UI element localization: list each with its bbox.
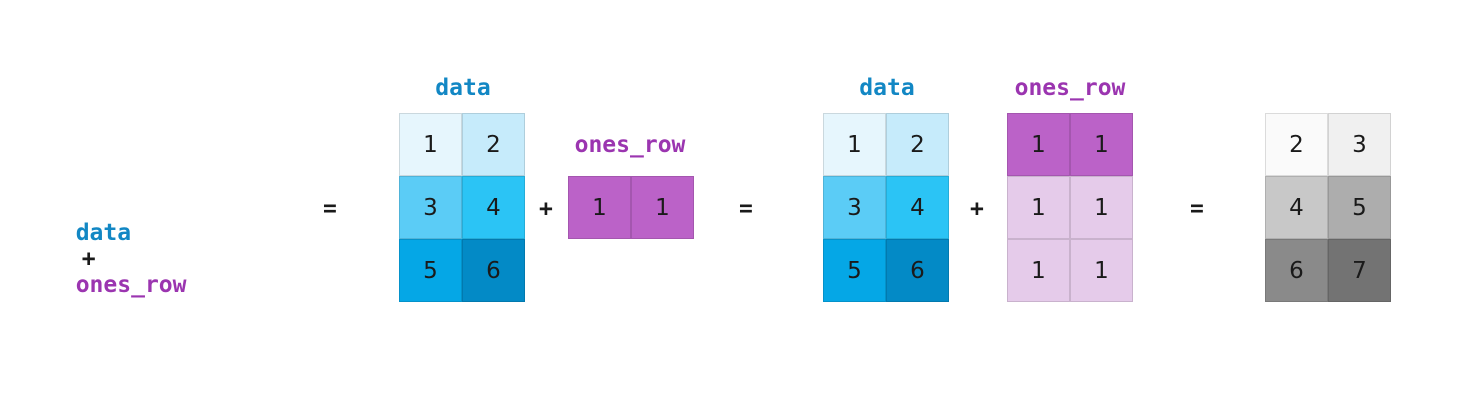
matrix-cell: 1	[568, 176, 631, 239]
matrix-cell: 1	[631, 176, 694, 239]
step1-ones-label: ones_row	[574, 132, 686, 158]
expression-rhs: ones_row	[75, 272, 187, 298]
matrix-cell: 5	[399, 239, 462, 302]
matrix-cell: 1	[1007, 176, 1070, 239]
matrix-cell: 3	[399, 176, 462, 239]
step2-ones-label: ones_row	[1014, 75, 1126, 101]
step2-ones-matrix: 1 1 1 1 1 1	[1007, 113, 1133, 302]
matrix-cell: 1	[823, 113, 886, 176]
matrix-cell: 1	[1007, 113, 1070, 176]
matrix-cell: 2	[1265, 113, 1328, 176]
plus-sign-2: +	[970, 196, 984, 222]
matrix-cell: 4	[1265, 176, 1328, 239]
matrix-cell: 4	[462, 176, 525, 239]
matrix-cell: 1	[399, 113, 462, 176]
expression-plus: +	[81, 246, 96, 272]
expression: data + ones_row	[48, 194, 187, 298]
matrix-cell: 1	[1070, 239, 1133, 302]
matrix-cell: 1	[1007, 239, 1070, 302]
equals-sign-3: =	[1190, 196, 1204, 222]
matrix-cell: 3	[1328, 113, 1391, 176]
result-matrix: 2 3 4 5 6 7	[1265, 113, 1391, 302]
matrix-cell: 6	[1265, 239, 1328, 302]
matrix-cell: 7	[1328, 239, 1391, 302]
matrix-cell: 1	[1070, 113, 1133, 176]
plus-sign-1: +	[539, 196, 553, 222]
step1-ones-matrix: 1 1	[568, 176, 694, 239]
matrix-cell: 6	[462, 239, 525, 302]
equals-sign-2: =	[739, 196, 753, 222]
matrix-cell: 2	[886, 113, 949, 176]
matrix-cell: 1	[1070, 176, 1133, 239]
step2-data-matrix: 1 2 3 4 5 6	[823, 113, 949, 302]
matrix-cell: 2	[462, 113, 525, 176]
equals-sign-1: =	[323, 196, 337, 222]
step2-data-label: data	[859, 75, 915, 101]
matrix-cell: 5	[1328, 176, 1391, 239]
matrix-cell: 6	[886, 239, 949, 302]
matrix-cell: 4	[886, 176, 949, 239]
matrix-cell: 5	[823, 239, 886, 302]
step1-data-matrix: 1 2 3 4 5 6	[399, 113, 525, 302]
expression-lhs: data	[75, 220, 132, 246]
step1-data-label: data	[435, 75, 491, 101]
matrix-cell: 3	[823, 176, 886, 239]
